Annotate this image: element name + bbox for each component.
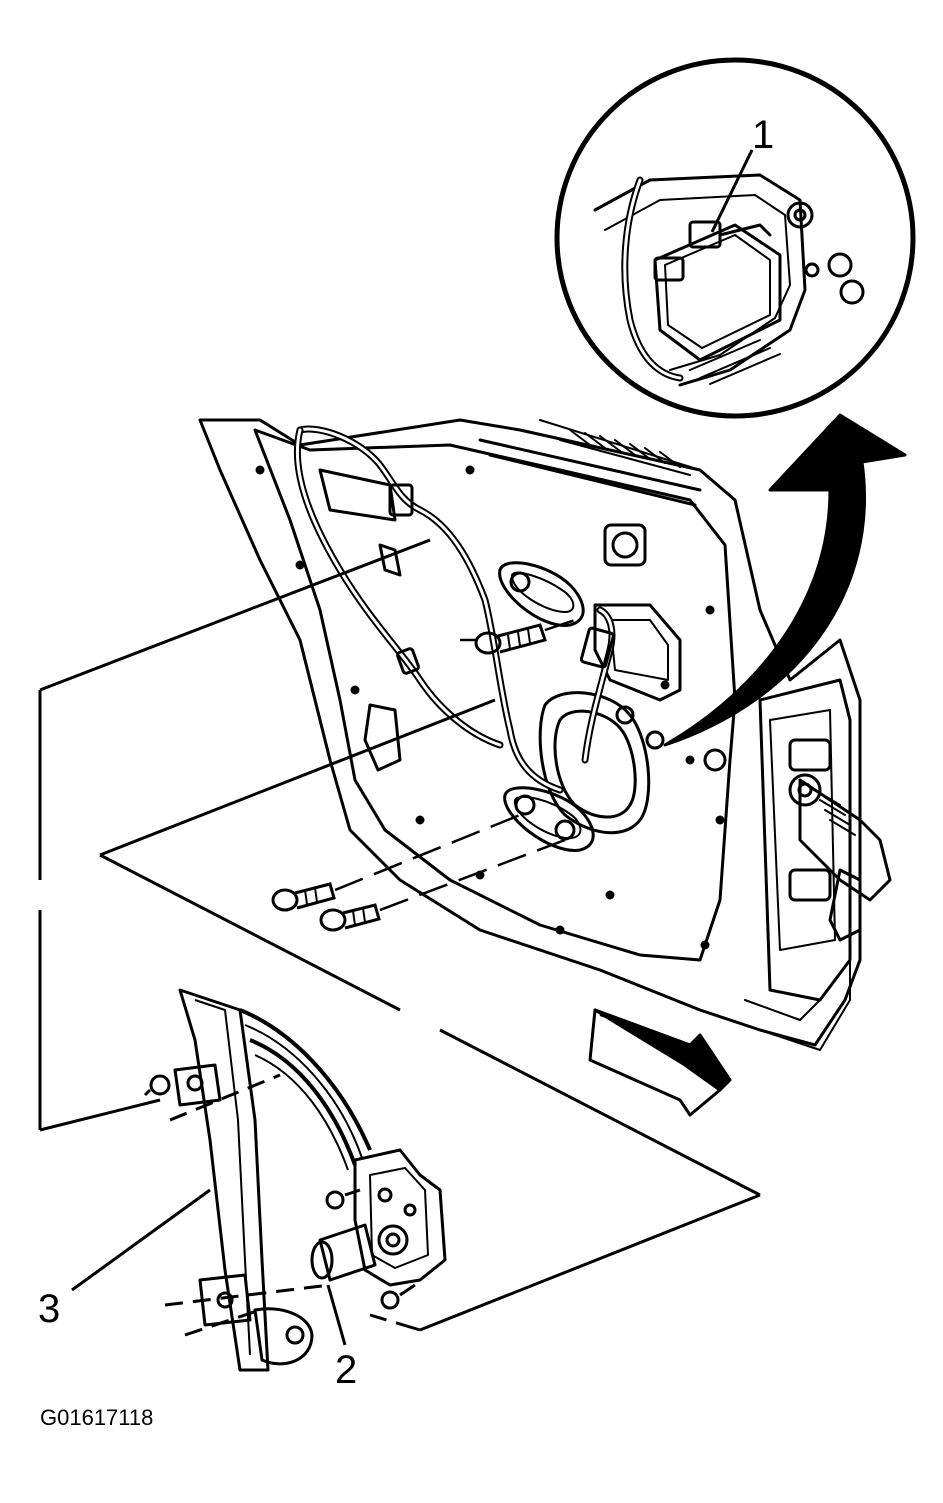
bolt-alignment-lines [334, 618, 576, 912]
detail-pointer-arrow [663, 413, 907, 747]
front-direction-arrow [588, 1008, 732, 1117]
detail-inset [554, 57, 916, 419]
callout-leaders [71, 1188, 347, 1346]
leader-2 [326, 1284, 347, 1346]
callout-2: 2 [335, 1348, 357, 1392]
bolt-lower-right [319, 903, 381, 932]
figure-id: G01617118 [40, 1405, 153, 1430]
assembly-reference-lines [38, 538, 761, 1332]
door-inner-panel [198, 418, 892, 1051]
callout-1: 1 [752, 113, 774, 157]
leader-3 [71, 1188, 211, 1292]
window-motor [310, 1148, 447, 1310]
window-regulator-assembly [143, 988, 372, 1372]
bolt-lower-left [271, 882, 336, 912]
callout-3: 3 [38, 1287, 60, 1331]
bolt-upper [474, 623, 547, 655]
